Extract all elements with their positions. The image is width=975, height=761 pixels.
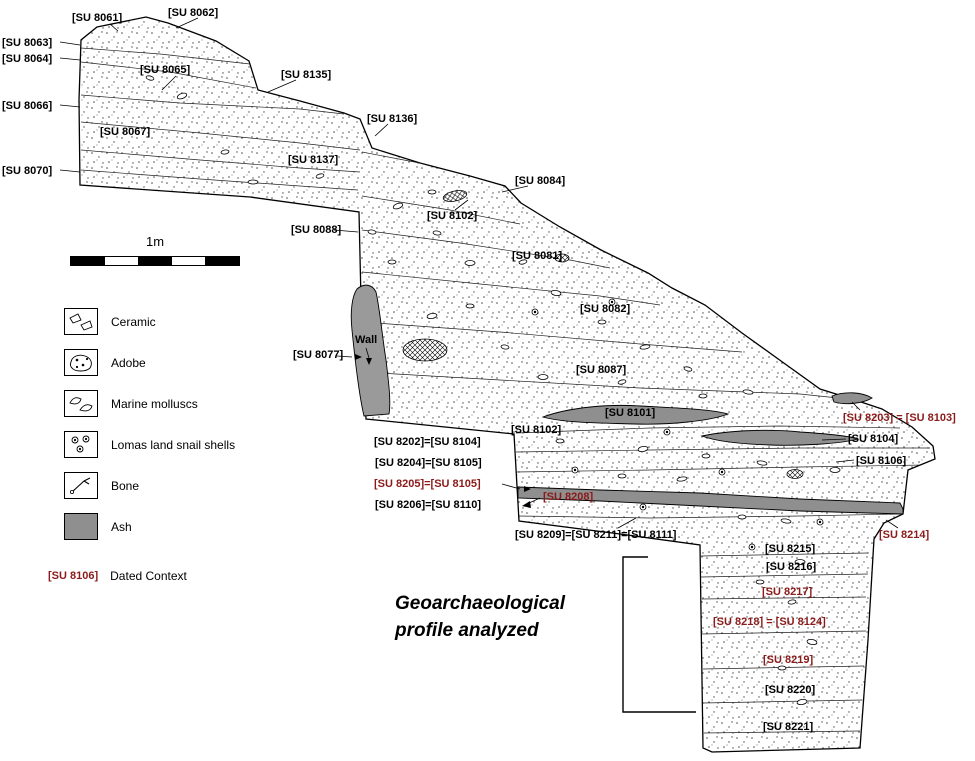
snail-shell-marks [531,298,824,551]
legend-label: Ash [111,519,132,534]
scale-segment [171,257,206,265]
su-label: [SU 8063] [2,37,53,49]
adobe-patches [402,190,804,479]
su-label: [SU 8066] [2,100,53,112]
scale-segment [138,257,172,265]
legend-row-bone: Bone [64,472,235,499]
su-label: [SU 8081] [512,250,563,262]
adobe-icon [64,349,98,376]
legend-label: Bone [111,478,140,493]
ceramic-icon [64,308,98,335]
legend-label: Ceramic [111,314,156,329]
su-label: [SU 8219] [763,654,814,666]
su-label: [SU 8217] [762,586,813,598]
su-label: [SU 8104] [848,433,899,445]
dated-context-key: [SU 8106] Dated Context [48,569,187,583]
legend-label: Lomas land snail shells [111,437,236,452]
su-label: [SU 8221] [763,721,814,733]
ash-blob-8203 [831,392,873,405]
su-label: [SU 8065] [140,64,191,76]
legend-row-snail-shells: Lomas land snail shells [64,431,235,458]
su-label: [SU 8206]=[SU 8110] [375,499,482,511]
su-label: [SU 8203] = [SU 8103] [843,412,956,424]
su-label: [SU 8209]=[SU 8211]=[SU 8111] [515,529,677,541]
su-label: Wall [355,334,378,346]
ash-band-8205 [517,486,904,515]
strata-lines [80,47,930,734]
su-label: [SU 8077] [293,349,344,361]
scale-segment [205,257,239,265]
legend-row-ceramic: Ceramic [64,308,235,335]
su-label: [SU 8220] [765,684,816,696]
scale-bar: 1m [70,234,240,266]
wall-shape [350,284,391,417]
su-label: [SU 8205]=[SU 8105] [374,478,481,490]
su-label: [SU 8218] = [SU 8124] [713,616,826,628]
su-label: [SU 8215] [765,543,816,555]
su-label: [SU 8204]=[SU 8105] [375,457,482,469]
su-label: [SU 8136] [367,113,418,125]
scale-bar-segments [70,256,240,266]
legend-label: Adobe [111,355,146,370]
marine-molluscs-icon [64,390,98,417]
ash-lens-8104 [700,429,860,446]
snail-shells-icon [64,431,98,458]
scale-label: 1m [145,234,165,249]
su-label: [SU 8082] [580,303,631,315]
legend: Ceramic Adobe Marine molluscs [64,308,235,554]
su-label: [SU 8135] [281,69,332,81]
annotation-line-1: Geoarchaeological [395,593,566,614]
inclusion-shapes [145,75,841,706]
su-label: [SU 8214] [879,529,930,541]
su-label: [SU 8137] [288,154,339,166]
su-label: [SU 8216] [766,561,817,573]
annotation-text: Geoarchaeological profile analyzed [395,591,565,644]
legend-row-adobe: Adobe [64,349,235,376]
legend-row-ash: Ash [64,513,235,540]
bone-icon [64,472,98,499]
annotation-line-2: profile analyzed [395,619,539,641]
leader-arrowheads [355,354,531,508]
dated-context-label: Dated Context [110,569,187,583]
su-label: [SU 8088] [291,224,342,236]
su-label: [SU 8084] [515,175,566,187]
su-label: [SU 8087] [576,364,627,376]
leader-lines [59,17,899,529]
su-label: [SU 8070] [2,165,53,177]
su-label: [SU 8062] [168,7,219,19]
legend-row-marine-molluscs: Marine molluscs [64,390,235,417]
ash-lens-8101 [541,404,730,425]
ash-icon [64,513,98,540]
scale-segment [104,257,139,265]
scale-segment [71,257,105,265]
su-label: [SU 8061] [72,12,123,24]
analyzed-profile-bracket [622,556,696,713]
su-label: [SU 8067] [100,126,151,138]
legend-label: Marine molluscs [111,396,198,411]
su-label: [SU 8208] [543,491,594,503]
su-label: [SU 8102] [427,210,478,222]
su-label: [SU 8101] [605,407,656,419]
su-label: [SU 8064] [2,53,53,65]
ash-lenses [350,284,904,515]
dated-context-code: [SU 8106] [48,570,99,582]
su-label: [SU 8106] [856,455,907,467]
su-label: [SU 8202]=[SU 8104] [374,436,481,448]
su-label: [SU 8102] [511,424,562,436]
